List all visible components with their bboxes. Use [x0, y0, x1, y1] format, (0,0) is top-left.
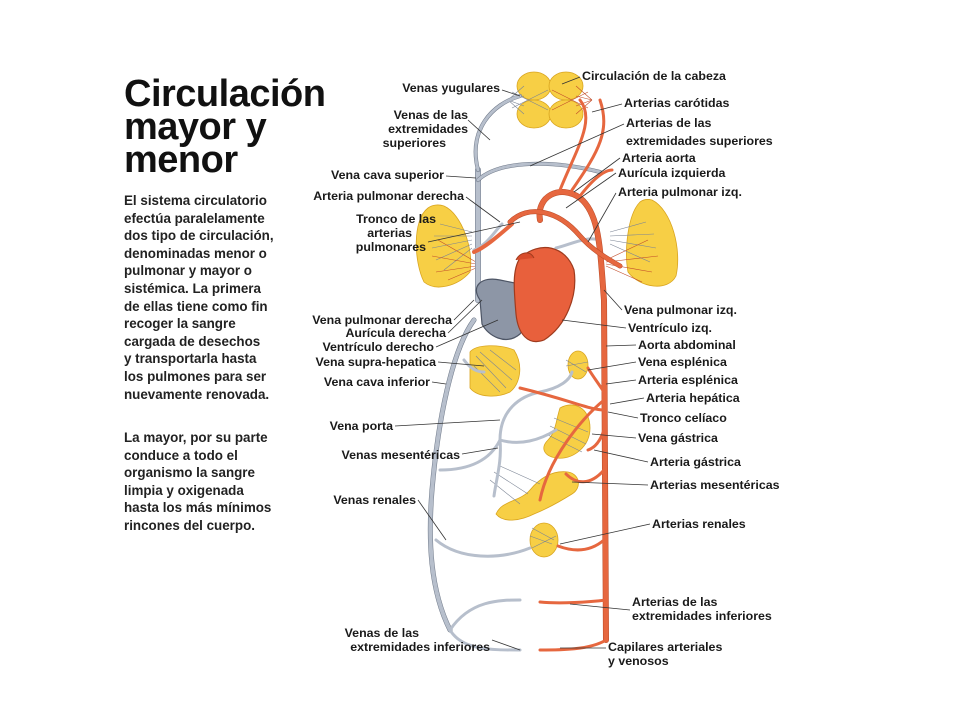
label-ventriculo-izq: Ventrículo izq. — [628, 321, 712, 335]
text-line: recoger la sangre — [124, 316, 236, 332]
text-line: El sistema circulatorio — [124, 193, 267, 208]
label-auricula-izquierda: Aurícula izquierda — [618, 166, 726, 180]
text-line: los pulmones para ser — [124, 368, 267, 384]
arterial-system — [472, 98, 623, 652]
text-line: nuevamente renovada. — [124, 386, 270, 402]
text-line: rincones del cuerpo. — [124, 517, 255, 533]
labels-left: Venas yugulares Venas de las extremidade… — [312, 81, 500, 654]
liver — [469, 345, 521, 397]
label-tronco-celiaco: Tronco celíaco — [640, 411, 727, 425]
label-auricula-derecha: Aurícula derecha — [345, 326, 446, 340]
label-arterias-ext-sup-2: extremidades superiores — [626, 134, 773, 148]
text-line: denominadas menor o — [124, 245, 267, 261]
label-venas-renales: Venas renales — [333, 493, 416, 507]
label-tronco-1: Tronco de las — [356, 212, 436, 226]
label-arterias-ext-sup-1: Arterias de las — [626, 116, 712, 130]
label-arterias-ext-inf-1: Arterias de las — [632, 595, 718, 609]
kidney — [529, 522, 559, 558]
title-line-2: mayor y — [124, 106, 267, 148]
label-arteria-pulmonar-izq: Arteria pulmonar izq. — [618, 185, 742, 199]
text-line: organismo la sangre — [124, 465, 255, 481]
title-line-1: Circulación — [124, 73, 326, 115]
label-tronco-3: pulmonares — [356, 240, 426, 254]
label-arterias-mesentericas: Arterias mesentéricas — [650, 478, 780, 492]
text-line: dos tipo de circulación, — [124, 228, 274, 244]
label-venas-yugulares: Venas yugulares — [402, 81, 500, 95]
text-line: cargada de desechos — [124, 333, 261, 349]
right-lung — [415, 204, 477, 288]
label-vena-pulmonar-derecha: Vena pulmonar derecha — [312, 313, 452, 327]
label-venas-ext-inf-1: Venas de las — [345, 626, 420, 640]
label-ventriculo-derecho: Ventrículo derecho — [322, 340, 434, 354]
text-line: y transportarla hasta — [124, 351, 257, 367]
text-line: efectúa paralelamente — [124, 210, 265, 226]
label-venas-mesentericas: Venas mesentéricas — [342, 448, 461, 462]
text-line: conduce a todo el — [124, 447, 238, 463]
label-vena-cava-inferior: Vena cava inferior — [324, 375, 430, 389]
label-arterias-carotidas: Arterias carótidas — [624, 96, 729, 110]
label-arteria-esplenica: Arteria esplénica — [638, 373, 738, 387]
label-vena-cava-superior: Vena cava superior — [331, 168, 444, 182]
label-venas-ext-sup-3: superiores — [383, 136, 446, 150]
label-venas-ext-sup-2: extremidades — [388, 122, 468, 136]
text-line: hasta los más mínimos — [124, 500, 272, 516]
label-arteria-hepatica: Arteria hepática — [646, 391, 740, 405]
text-line: La mayor, por su parte — [124, 430, 268, 445]
label-vena-gastrica: Vena gástrica — [638, 431, 718, 445]
label-vena-supra-hepatica: Vena supra-hepatica — [315, 355, 436, 369]
text-line: limpia y oxigenada — [124, 482, 244, 498]
page-title: Circulación mayor y menor — [124, 73, 364, 181]
leader-lines — [394, 76, 651, 651]
label-tronco-2: arterias — [367, 226, 412, 240]
heart — [475, 247, 576, 343]
label-arteria-pulmonar-derecha: Arteria pulmonar derecha — [313, 189, 464, 203]
text-line: pulmonar y mayor o — [124, 263, 252, 279]
label-arterias-ext-inf-2: extremidades inferiores — [632, 609, 772, 623]
label-vena-esplenica: Vena esplénica — [638, 355, 727, 369]
text-line: sistémica. La primera — [124, 280, 261, 296]
label-capilares-1: Capilares arteriales — [608, 640, 722, 654]
label-venas-ext-sup-1: Venas de las — [394, 108, 469, 122]
left-lung — [605, 199, 679, 287]
label-vena-pulmonar-izq: Vena pulmonar izq. — [624, 303, 737, 317]
text-line: de ellas tiene como fin — [124, 298, 268, 314]
label-arterias-renales: Arterias renales — [652, 517, 746, 531]
title-line-3: menor — [124, 139, 238, 181]
label-venas-ext-inf-2: extremidades inferiores — [350, 640, 490, 654]
head-capillary-bed — [507, 71, 593, 129]
label-arteria-aorta: Arteria aorta — [622, 151, 696, 165]
label-aorta-abdominal: Aorta abdominal — [638, 338, 736, 352]
description-paragraph-2: La mayor, por su parte conduce a todo el… — [124, 429, 304, 535]
label-capilares-2: y venosos — [608, 654, 669, 668]
label-vena-porta: Vena porta — [330, 419, 393, 433]
description-paragraph-1: El sistema circulatorio efectúa paralela… — [124, 192, 304, 403]
label-circulacion-cabeza: Circulación de la cabeza — [582, 69, 726, 83]
label-arteria-gastrica: Arteria gástrica — [650, 455, 741, 469]
venous-system — [427, 94, 602, 652]
labels-right: Circulación de la cabeza Arterias caróti… — [582, 69, 780, 668]
